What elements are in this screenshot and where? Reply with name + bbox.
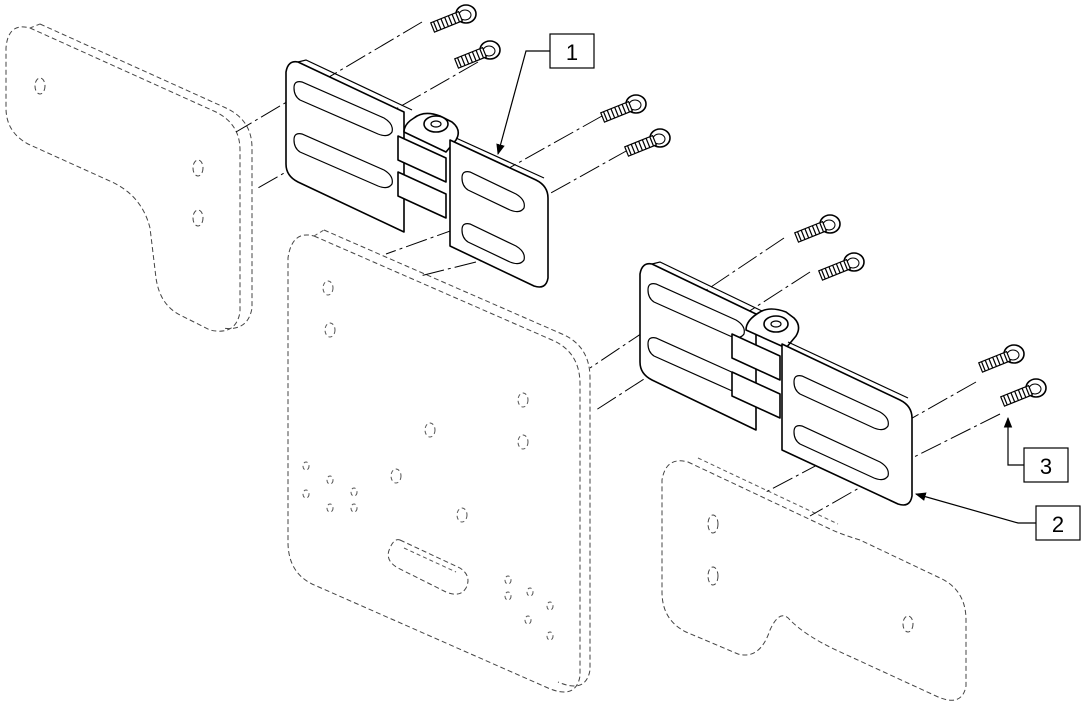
- right-mounting-plate-ghost: [661, 457, 967, 701]
- callout-1: 1: [496, 33, 595, 156]
- callout-1-label: 1: [566, 40, 578, 65]
- left-mounting-plate-ghost: [5, 23, 253, 332]
- center-seat-plate-ghost: [287, 229, 591, 693]
- callout-3: 3: [1003, 416, 1069, 483]
- callout-2-label: 2: [1052, 512, 1064, 537]
- hinge-bracket-lower: [639, 261, 913, 506]
- screw-group-upper: [429, 4, 671, 157]
- hinge-bracket-upper: [285, 59, 549, 288]
- callout-2: 2: [914, 492, 1081, 541]
- callout-3-label: 3: [1040, 454, 1052, 479]
